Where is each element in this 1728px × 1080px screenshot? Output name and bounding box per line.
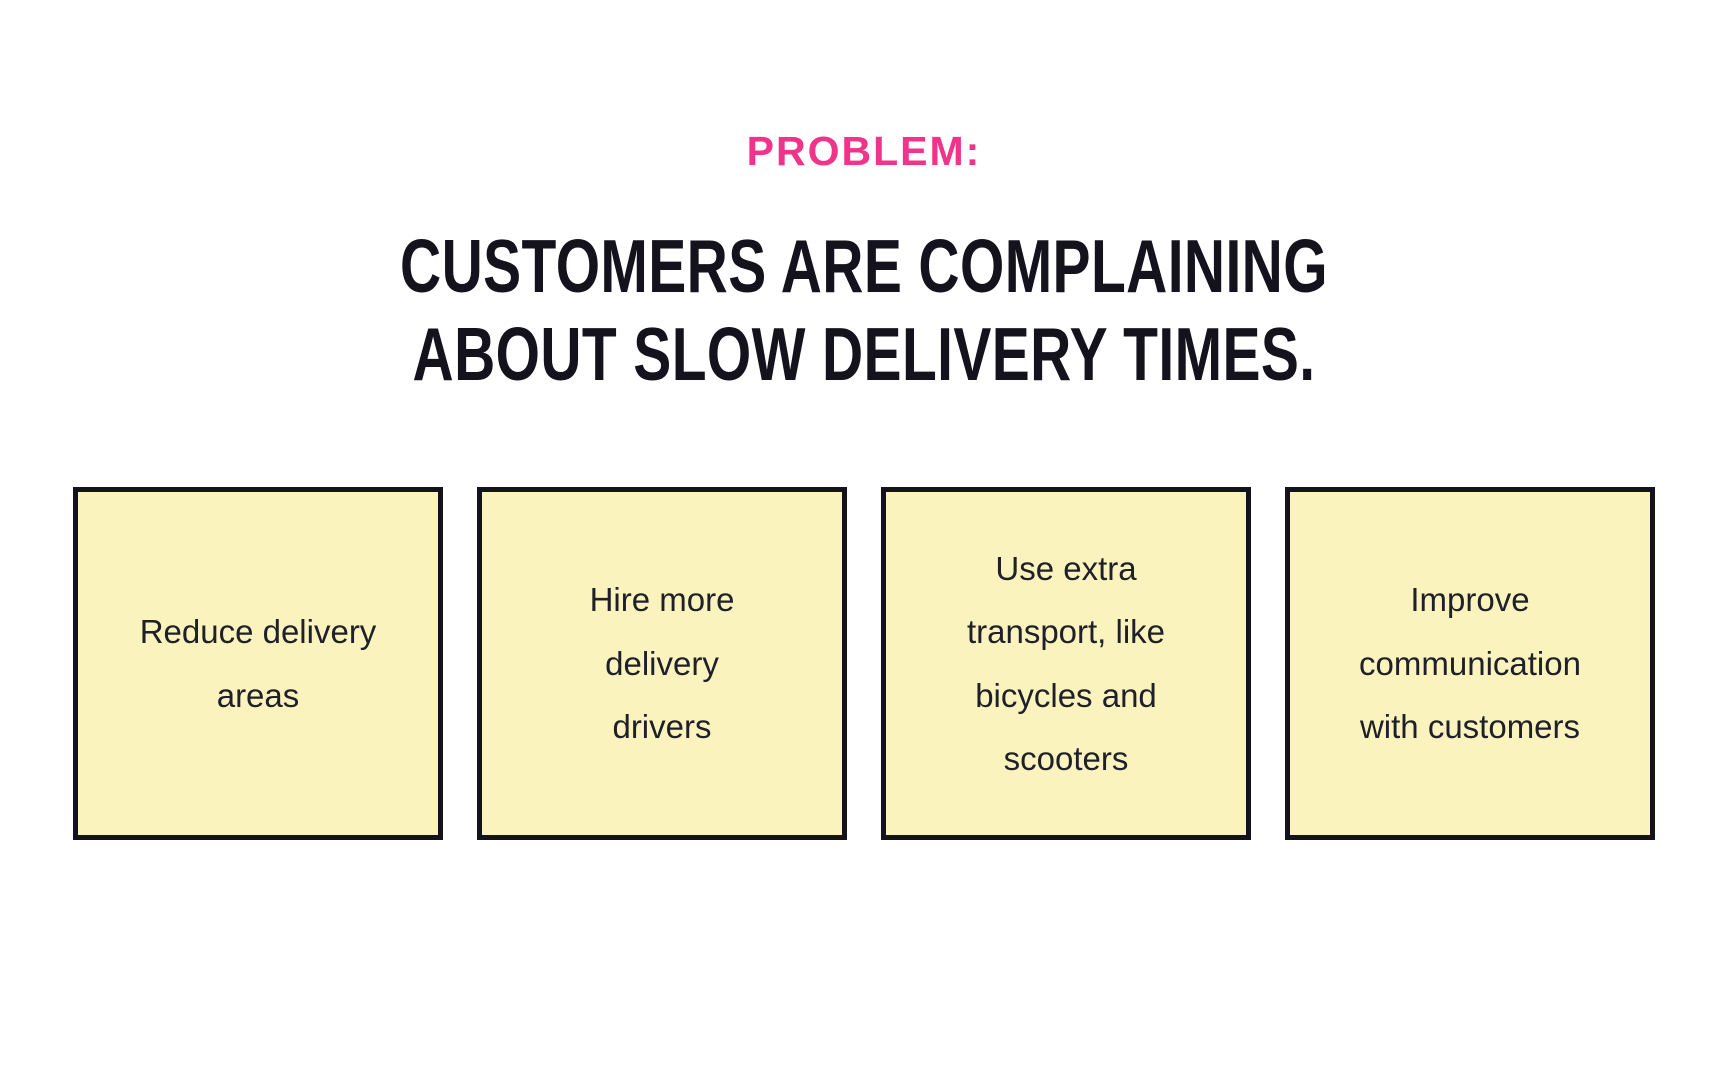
sticky-note-text: Hire more delivery drivers (589, 581, 735, 746)
sticky-note-text: Reduce delivery areas (139, 613, 377, 714)
sticky-note-text: Use extra transport, like bicycles and s… (966, 549, 1166, 777)
sticky-note-text: Improve communication with customers (1359, 581, 1581, 746)
problem-label: PROBLEM: (746, 128, 982, 174)
sticky-note-improve-communication: Improve communication with customers (1285, 487, 1655, 840)
sticky-note-reduce-areas: Reduce delivery areas (73, 487, 443, 840)
sticky-note-hire-drivers: Hire more delivery drivers (477, 487, 847, 840)
sticky-note-extra-transport: Use extra transport, like bicycles and s… (881, 487, 1251, 840)
page-title: CUSTOMERS ARE COMPLAINING ABOUT SLOW DEL… (400, 224, 1328, 396)
sticky-notes-row: Reduce delivery areas Hire more delivery… (0, 487, 1728, 840)
